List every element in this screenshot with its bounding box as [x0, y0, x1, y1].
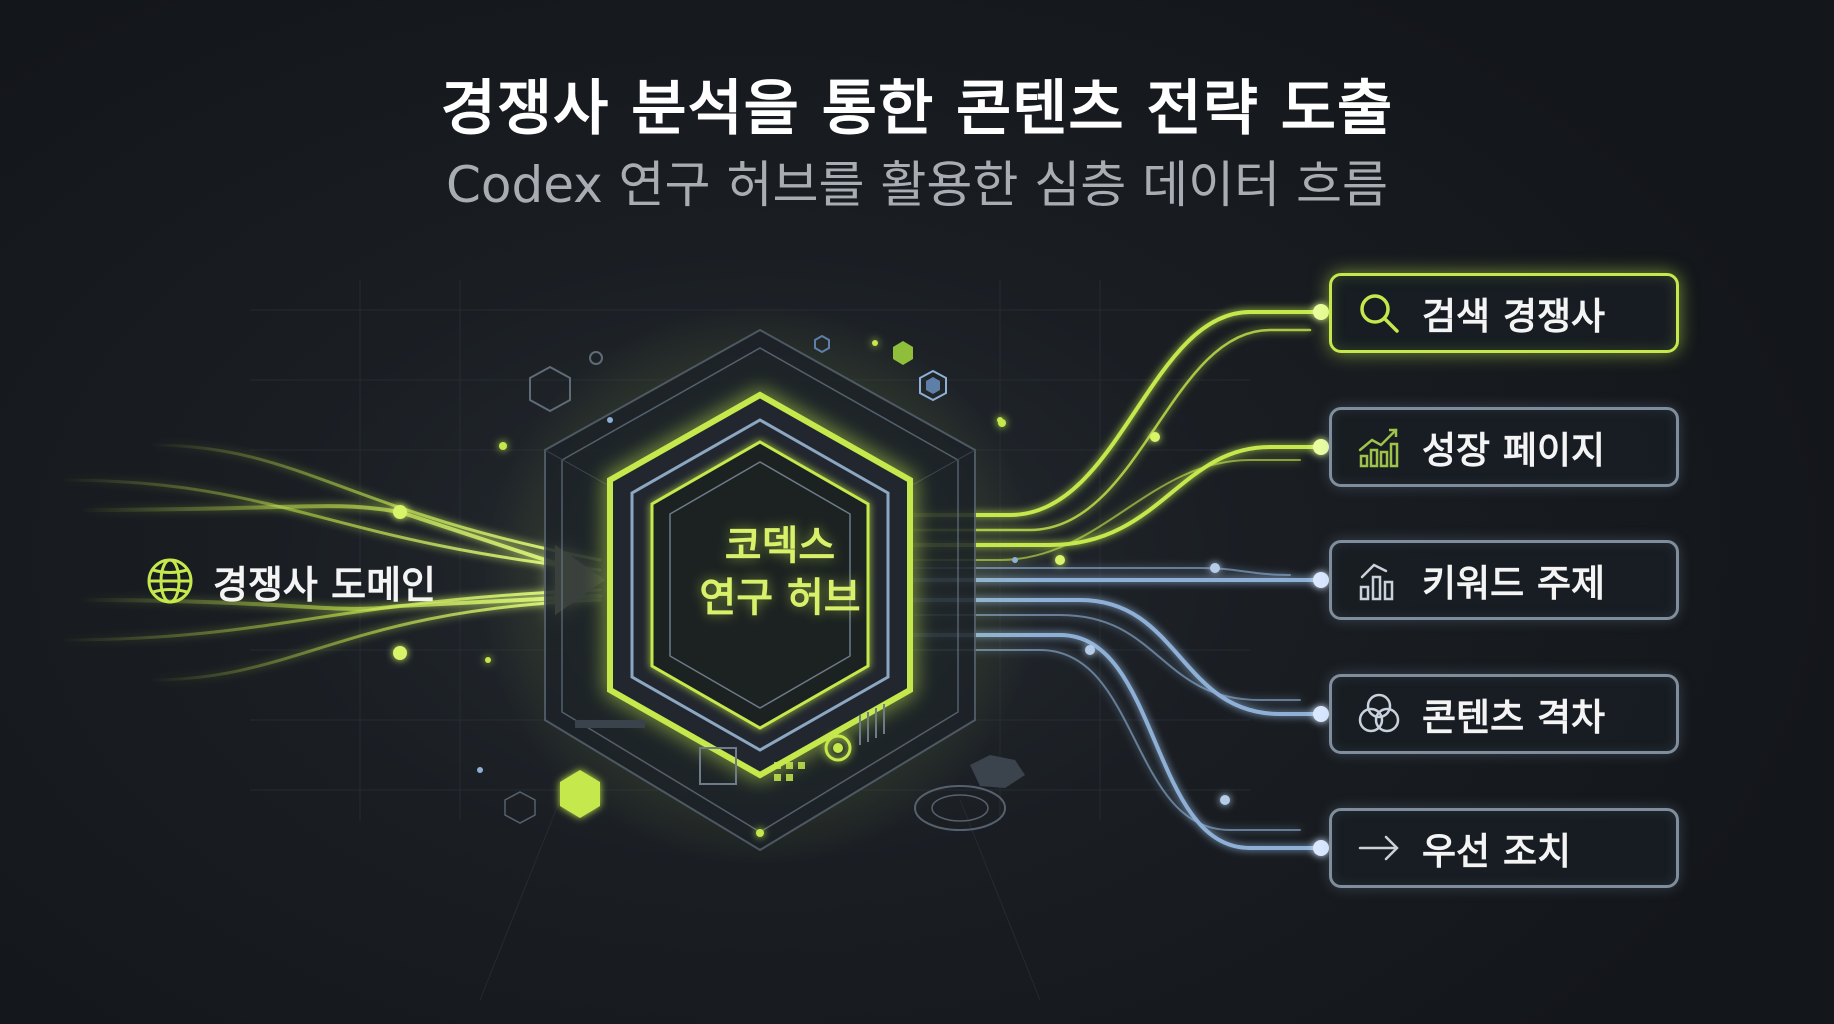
growth-chart-icon: [1358, 428, 1399, 468]
arrow-right-icon: [1358, 835, 1399, 861]
output-label: 우선 조치: [1422, 830, 1572, 873]
decorative-elements: [477, 334, 1025, 837]
output-keyword-topics: 키워드 주제: [1329, 540, 1679, 620]
hub-label: 코덱스 연구 허브: [650, 520, 910, 624]
output-priority-actions: 우선 조치: [1329, 808, 1679, 888]
output-label: 검색 경쟁사: [1422, 295, 1606, 338]
flow-nodes-left: [393, 505, 407, 660]
research-hub: [480, 305, 1040, 865]
page-title: 경쟁사 분석을 통한 콘텐츠 전략 도출: [440, 74, 1394, 144]
globe-icon: [147, 558, 193, 604]
output-label: 콘텐츠 격차: [1422, 696, 1606, 739]
venn-circles-icon: [1358, 693, 1400, 733]
output-label: 성장 페이지: [1422, 429, 1606, 472]
page-subtitle: Codex 연구 허브를 활용한 심층 데이터 흐름: [445, 156, 1389, 214]
output-growth-pages: 성장 페이지: [1329, 407, 1679, 487]
output-label: 키워드 주제: [1422, 562, 1606, 605]
source-node: 경쟁사 도메인: [145, 553, 436, 609]
search-icon: [1360, 294, 1399, 333]
bar-chart-icon: [1359, 563, 1394, 601]
flow-endpoints-right: [1055, 304, 1329, 856]
hub-label-line-2: 연구 허브: [699, 575, 861, 621]
output-search-competitors: 검색 경쟁사: [1329, 273, 1679, 353]
output-content-gap: 콘텐츠 격차: [1329, 674, 1679, 754]
source-label: 경쟁사 도메인: [213, 562, 436, 607]
hub-label-line-1: 코덱스: [724, 523, 836, 569]
